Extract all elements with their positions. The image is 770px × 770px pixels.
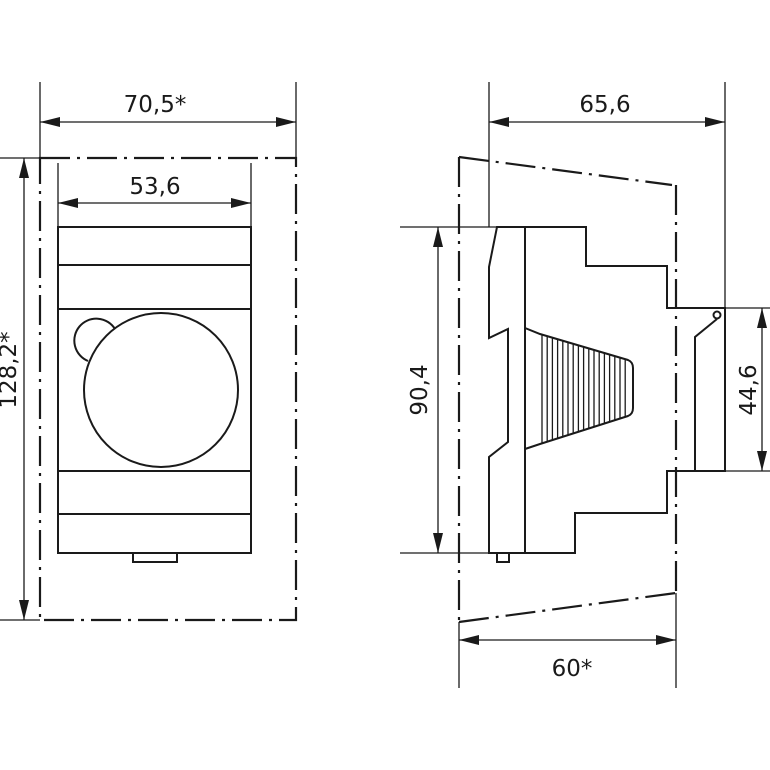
heatsink-fins (524, 327, 634, 450)
dial-knob (83, 312, 239, 468)
dimension-label: 60* (552, 656, 593, 682)
dimension-label: 44,6 (736, 364, 762, 415)
dimension-label: 128,2* (0, 331, 22, 408)
side-view: 65,6 90,4 44,6 60* (400, 82, 770, 688)
fin-lines (541, 334, 626, 444)
clip-pivot (712, 310, 722, 320)
dimension-label: 53,6 (129, 174, 180, 200)
dimension-label: 90,4 (407, 364, 433, 415)
dimension-front-height: 44,6 (725, 307, 770, 472)
front-view: 70,5* 53,6 128,2* (0, 82, 298, 622)
front-body (57, 226, 252, 563)
dimension-depth: 65,6 (488, 82, 726, 308)
bottom-tab (132, 552, 178, 563)
side-envelope-outline (457, 155, 678, 624)
side-bottom-tab (496, 552, 510, 563)
front-envelope-outline (38, 156, 298, 622)
side-body (488, 226, 726, 563)
dimension-label: 65,6 (579, 92, 630, 118)
dimension-base-depth: 60* (458, 593, 677, 688)
dimension-inner-width: 53,6 (57, 163, 252, 227)
dimension-body-height: 90,4 (400, 226, 497, 554)
dimension-label: 70,5* (124, 92, 187, 118)
small-knob (73, 317, 116, 362)
dimension-outer-width: 70,5* (39, 82, 297, 158)
dimension-outer-height: 128,2* (0, 157, 40, 621)
din-clip (694, 318, 718, 471)
